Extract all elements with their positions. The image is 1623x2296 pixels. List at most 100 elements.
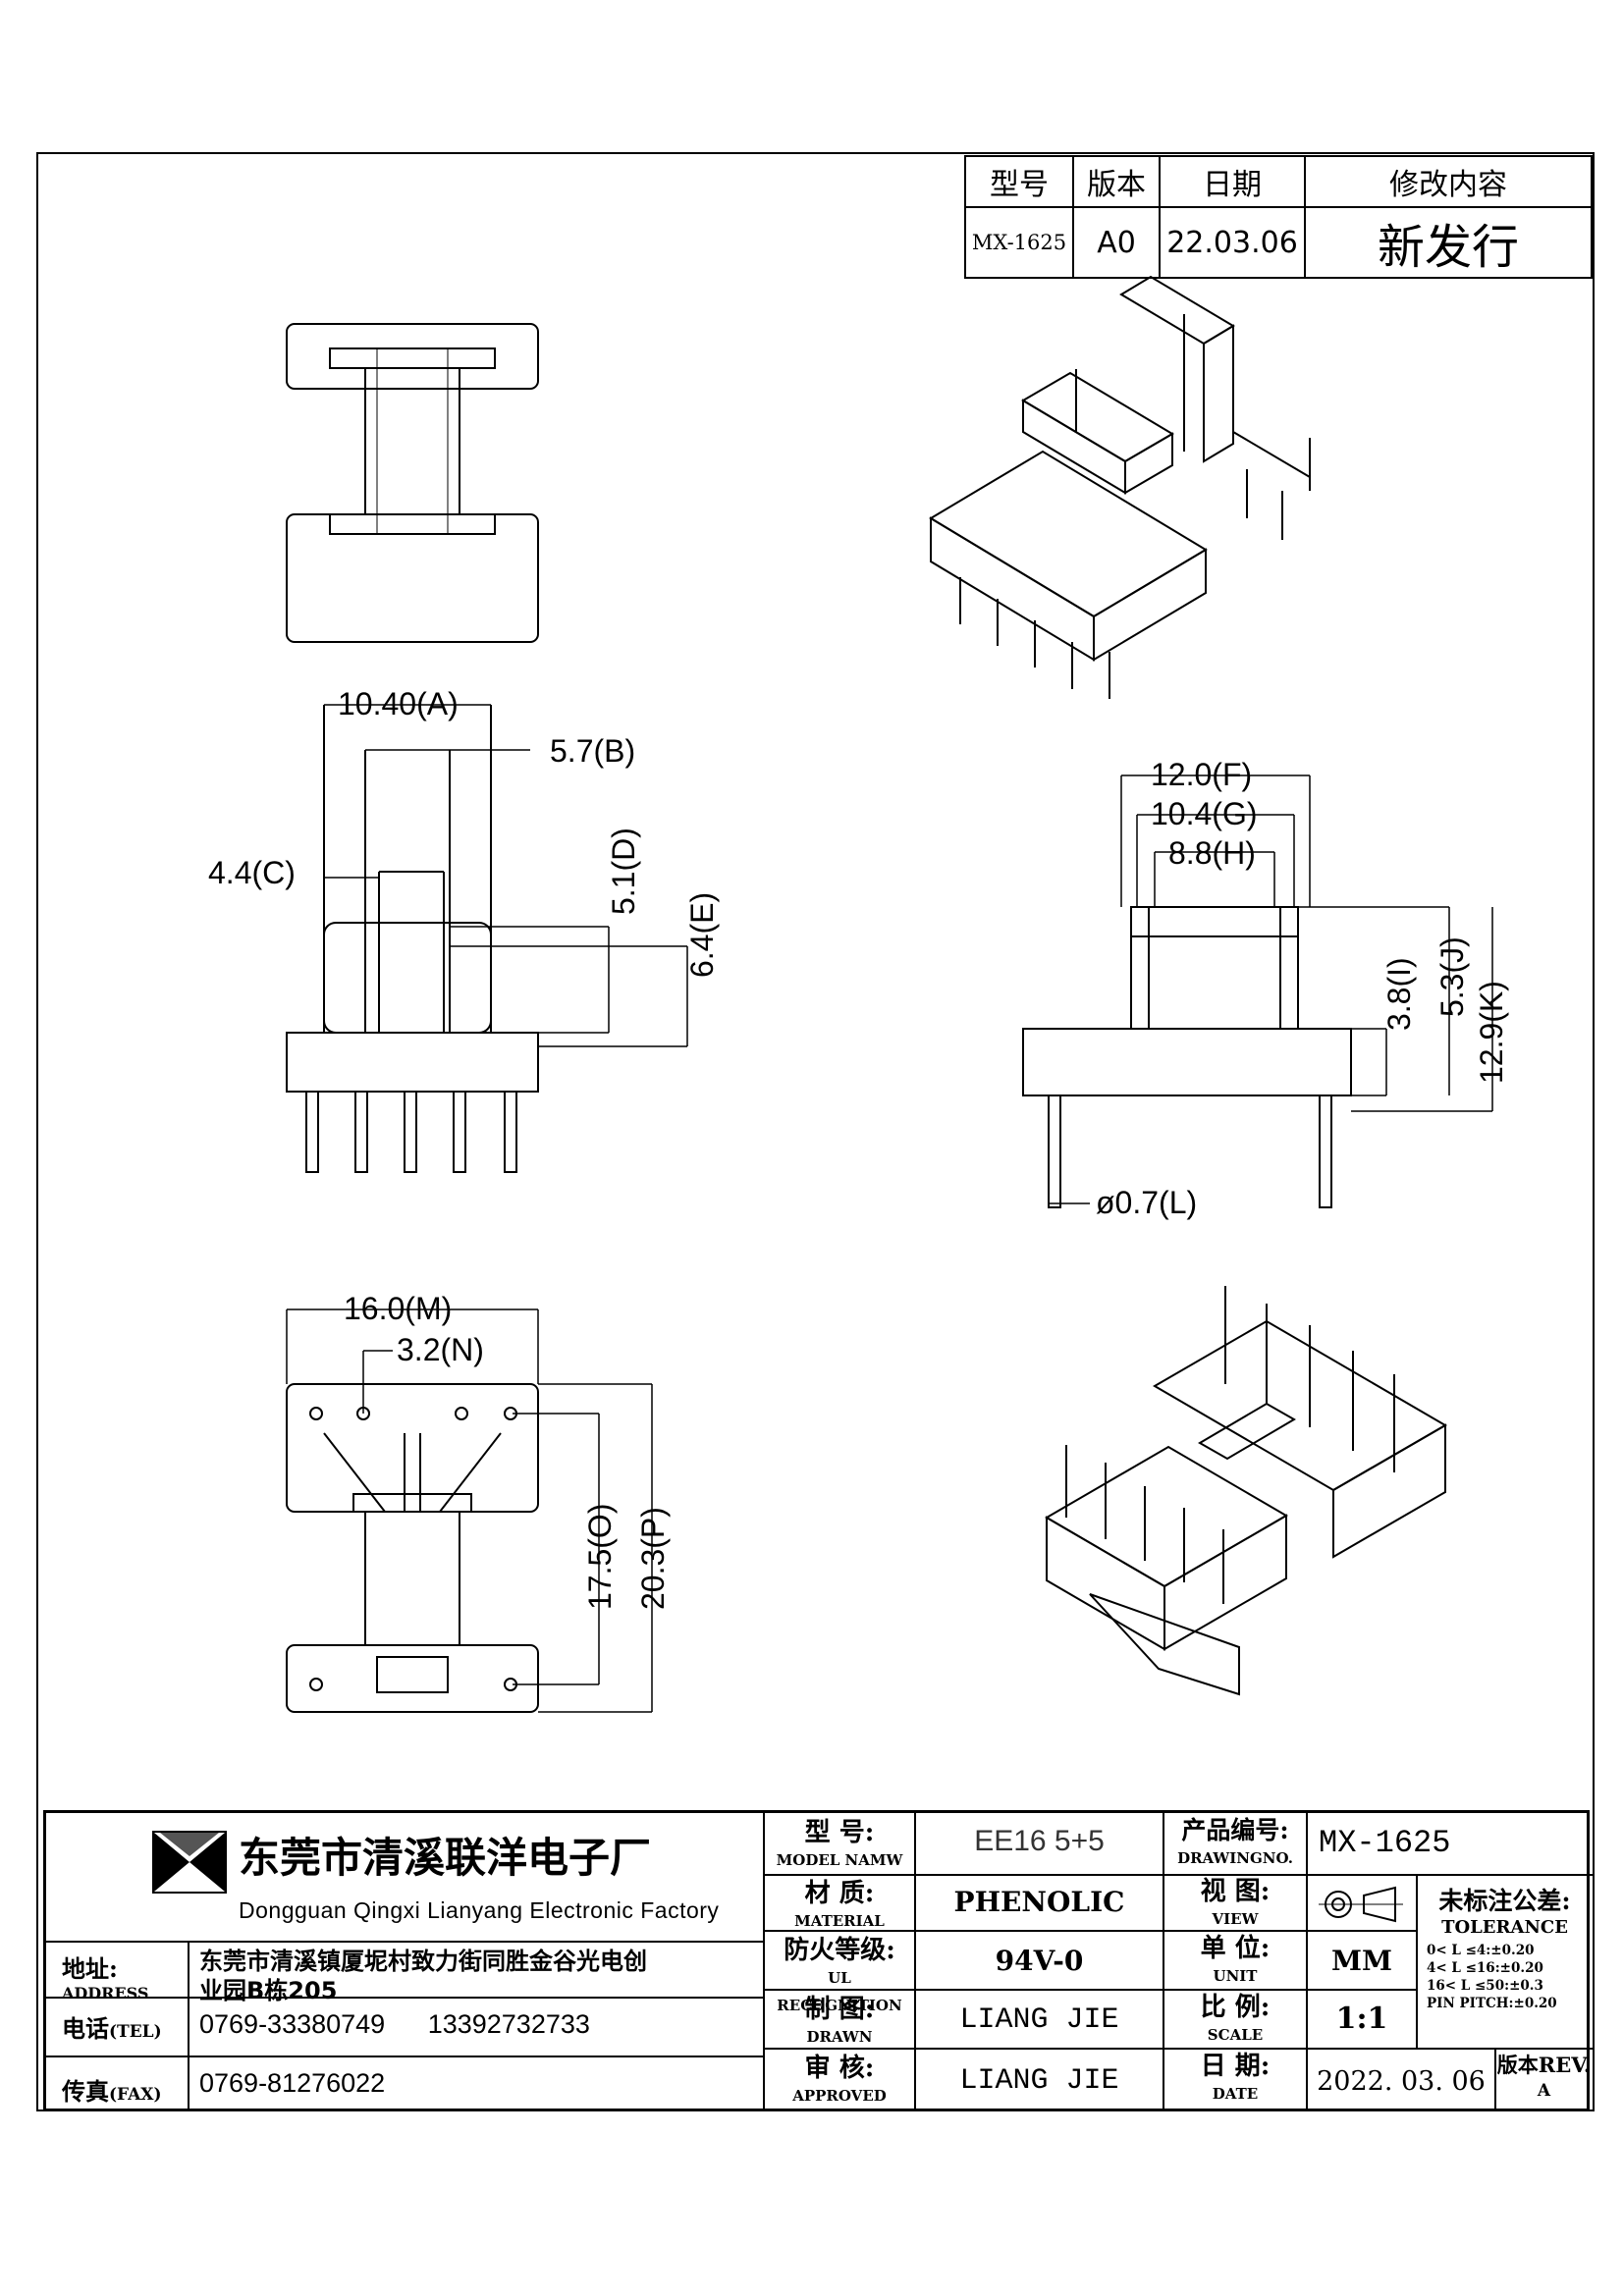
- revision-cell: 版本REV. A: [1495, 2053, 1593, 2104]
- drawing-no-label: 产品编号: DRAWINGNO.: [1163, 1817, 1307, 1872]
- unit-label: 单 位: UNIT: [1163, 1935, 1307, 1990]
- dim-o-label: 17.5(O): [582, 1504, 618, 1610]
- rev-header-date: 日期: [1159, 155, 1306, 208]
- front-view: [286, 704, 688, 1173]
- approved-label: 审 核: APPROVED: [764, 2055, 915, 2109]
- address-line2: 业园B栋205: [199, 1977, 338, 2004]
- approved-label-en: APPROVED: [792, 2087, 887, 2105]
- tolerance-item: 0< L ≤4:±0.20: [1427, 1943, 1535, 1958]
- tolerance-list: 0< L ≤4:±0.20 4< L ≤16:±0.20 16< L ≤50:±…: [1417, 1942, 1593, 2012]
- drawing-no-label-cn: 产品编号:: [1181, 1816, 1289, 1844]
- drawing-no-label-en: DRAWINGNO.: [1177, 1849, 1293, 1867]
- address-label-cell: 地址: ADDRESS: [46, 1942, 189, 2002]
- dim-l-label: ø0.7(L): [1096, 1185, 1197, 1220]
- dim-c-label: 4.4(C): [208, 855, 296, 890]
- ul-label: 防火等级: UL RECOGNITION: [764, 1937, 915, 2019]
- scale-label-en: SCALE: [1207, 2026, 1264, 2044]
- isometric-view-top: [929, 275, 1311, 699]
- dim-k-label: 12.9(K): [1474, 981, 1509, 1084]
- dim-g-label: 10.4(G): [1151, 796, 1257, 831]
- unit-value: MM: [1331, 1945, 1392, 1977]
- side-view: [1022, 774, 1493, 1208]
- title-block-grid: [46, 1813, 1593, 2111]
- scale-value: 1:1: [1335, 2002, 1388, 2036]
- dim-j-label: 5.3(J): [1434, 936, 1470, 1017]
- model-label-en: MODEL NAMW: [776, 1851, 903, 1869]
- rev-date: 22.03.06: [1159, 206, 1306, 279]
- top-view: [286, 323, 539, 643]
- rev-header-content: 修改内容: [1304, 155, 1593, 208]
- tolerance-item: 4< L ≤16:±0.20: [1427, 1960, 1543, 1976]
- approved-value: LIANG JIE: [959, 2064, 1119, 2098]
- scale-label-cn: 比 例:: [1200, 1993, 1271, 2022]
- tolerance-label: 未标注公差:: [1438, 1887, 1571, 1915]
- material-label-en: MATERIAL: [794, 1912, 885, 1930]
- unit-label-cn: 单 位:: [1200, 1934, 1271, 1963]
- drawn-label: 制 图: DRAWN: [764, 1996, 915, 2051]
- dim-n-label: 3.2(N): [397, 1332, 484, 1367]
- address-line1: 东莞市清溪镇厦坭村致力街同胜金谷光电创: [199, 1948, 647, 1975]
- company-logo: [152, 1831, 227, 1894]
- ul-label-cn: 防火等级:: [784, 1936, 895, 1965]
- material-label: 材 质: MATERIAL: [764, 1880, 915, 1935]
- company-name-cn: 东莞市清溪联洋电子厂: [239, 1834, 652, 1882]
- tel-label: 电话: [62, 2014, 109, 2043]
- ul-label-en: UL RECOGNITION: [777, 1969, 902, 2014]
- model-value: EE16 5+5: [974, 1825, 1105, 1857]
- address-label: 地址:: [62, 1954, 118, 1983]
- rev-model: MX-1625: [964, 206, 1074, 279]
- projection-symbol-icon: [1319, 1886, 1403, 1923]
- tel-number: 0769-33380749: [199, 2009, 386, 2039]
- drawn-label-cn: 制 图:: [804, 1995, 875, 2024]
- fax-label-en: (FAX): [109, 2085, 162, 2105]
- mobile-number: 13392732733: [427, 2009, 590, 2039]
- model-label-cn: 型 号:: [804, 1818, 875, 1847]
- fax-value: 0769-81276022: [199, 2068, 386, 2098]
- address-label-en: ADDRESS: [62, 1984, 149, 2002]
- tolerance-item: PIN PITCH:±0.20: [1427, 1996, 1557, 2011]
- view-label-en: VIEW: [1212, 1910, 1259, 1928]
- dim-i-label: 3.8(I): [1381, 957, 1417, 1031]
- date-label-cn: 日 期:: [1200, 2052, 1271, 2081]
- model-label: 型 号: MODEL NAMW: [764, 1819, 915, 1874]
- date-label-en: DATE: [1212, 2085, 1259, 2103]
- dim-b-label: 5.7(B): [550, 733, 635, 769]
- ul-value: 94V-0: [995, 1945, 1084, 1977]
- rev-header-model: 型号: [964, 155, 1074, 208]
- drawn-label-en: DRAWN: [806, 2028, 873, 2046]
- tolerance-label-en: TOLERANCE: [1441, 1917, 1568, 1938]
- scale-label: 比 例: SCALE: [1163, 1994, 1307, 2049]
- fax-label: 传真: [62, 2077, 109, 2106]
- tel-value: 0769-33380749 13392732733: [199, 2009, 590, 2040]
- rev-label: 版本REV.: [1496, 2053, 1592, 2077]
- dim-h-label: 8.8(H): [1168, 835, 1256, 871]
- date-label: 日 期: DATE: [1163, 2053, 1307, 2108]
- tel-label-en: (TEL): [109, 2022, 162, 2042]
- bottom-view: [286, 1308, 653, 1713]
- fax-label-cell: 传真(FAX): [46, 2072, 189, 2111]
- title-block: 东莞市清溪联洋电子厂 Dongguan Qingxi Lianyang Elec…: [43, 1810, 1593, 2111]
- view-label: 视 图:VIEW: [1163, 1878, 1307, 1933]
- dim-p-label: 20.3(P): [635, 1507, 671, 1610]
- material-label-cn: 材 质:: [804, 1879, 875, 1908]
- drawing-no-value: MX-1625: [1319, 1825, 1451, 1861]
- revision-table: 型号 版本 日期 修改内容 MX-1625 A0 22.03.06 新发行: [964, 155, 1593, 279]
- rev-value: A: [1537, 2081, 1551, 2101]
- dim-m-label: 16.0(M): [344, 1291, 452, 1326]
- rev-header-version: 版本: [1072, 155, 1161, 208]
- drawn-value: LIANG JIE: [959, 2003, 1119, 2037]
- company-name-en: Dongguan Qingxi Lianyang Electronic Fact…: [239, 1897, 720, 1923]
- dim-a-label: 10.40(A): [338, 686, 459, 721]
- dim-e-label: 6.4(E): [684, 892, 720, 978]
- isometric-view-bottom: [1045, 1286, 1447, 1696]
- unit-label-en: UNIT: [1213, 1967, 1258, 1985]
- rev-content: 新发行: [1304, 206, 1593, 279]
- dim-d-label: 5.1(D): [606, 828, 641, 915]
- tel-label-cell: 电话(TEL): [46, 2009, 189, 2056]
- address-value: 东莞市清溪镇厦坭村致力街同胜金谷光电创 业园B栋205: [199, 1947, 759, 2005]
- date-value: 2022. 03. 06: [1317, 2066, 1486, 2097]
- rev-version: A0: [1072, 206, 1161, 279]
- approved-label-cn: 审 核:: [804, 2054, 875, 2083]
- dim-f-label: 12.0(F): [1151, 757, 1252, 792]
